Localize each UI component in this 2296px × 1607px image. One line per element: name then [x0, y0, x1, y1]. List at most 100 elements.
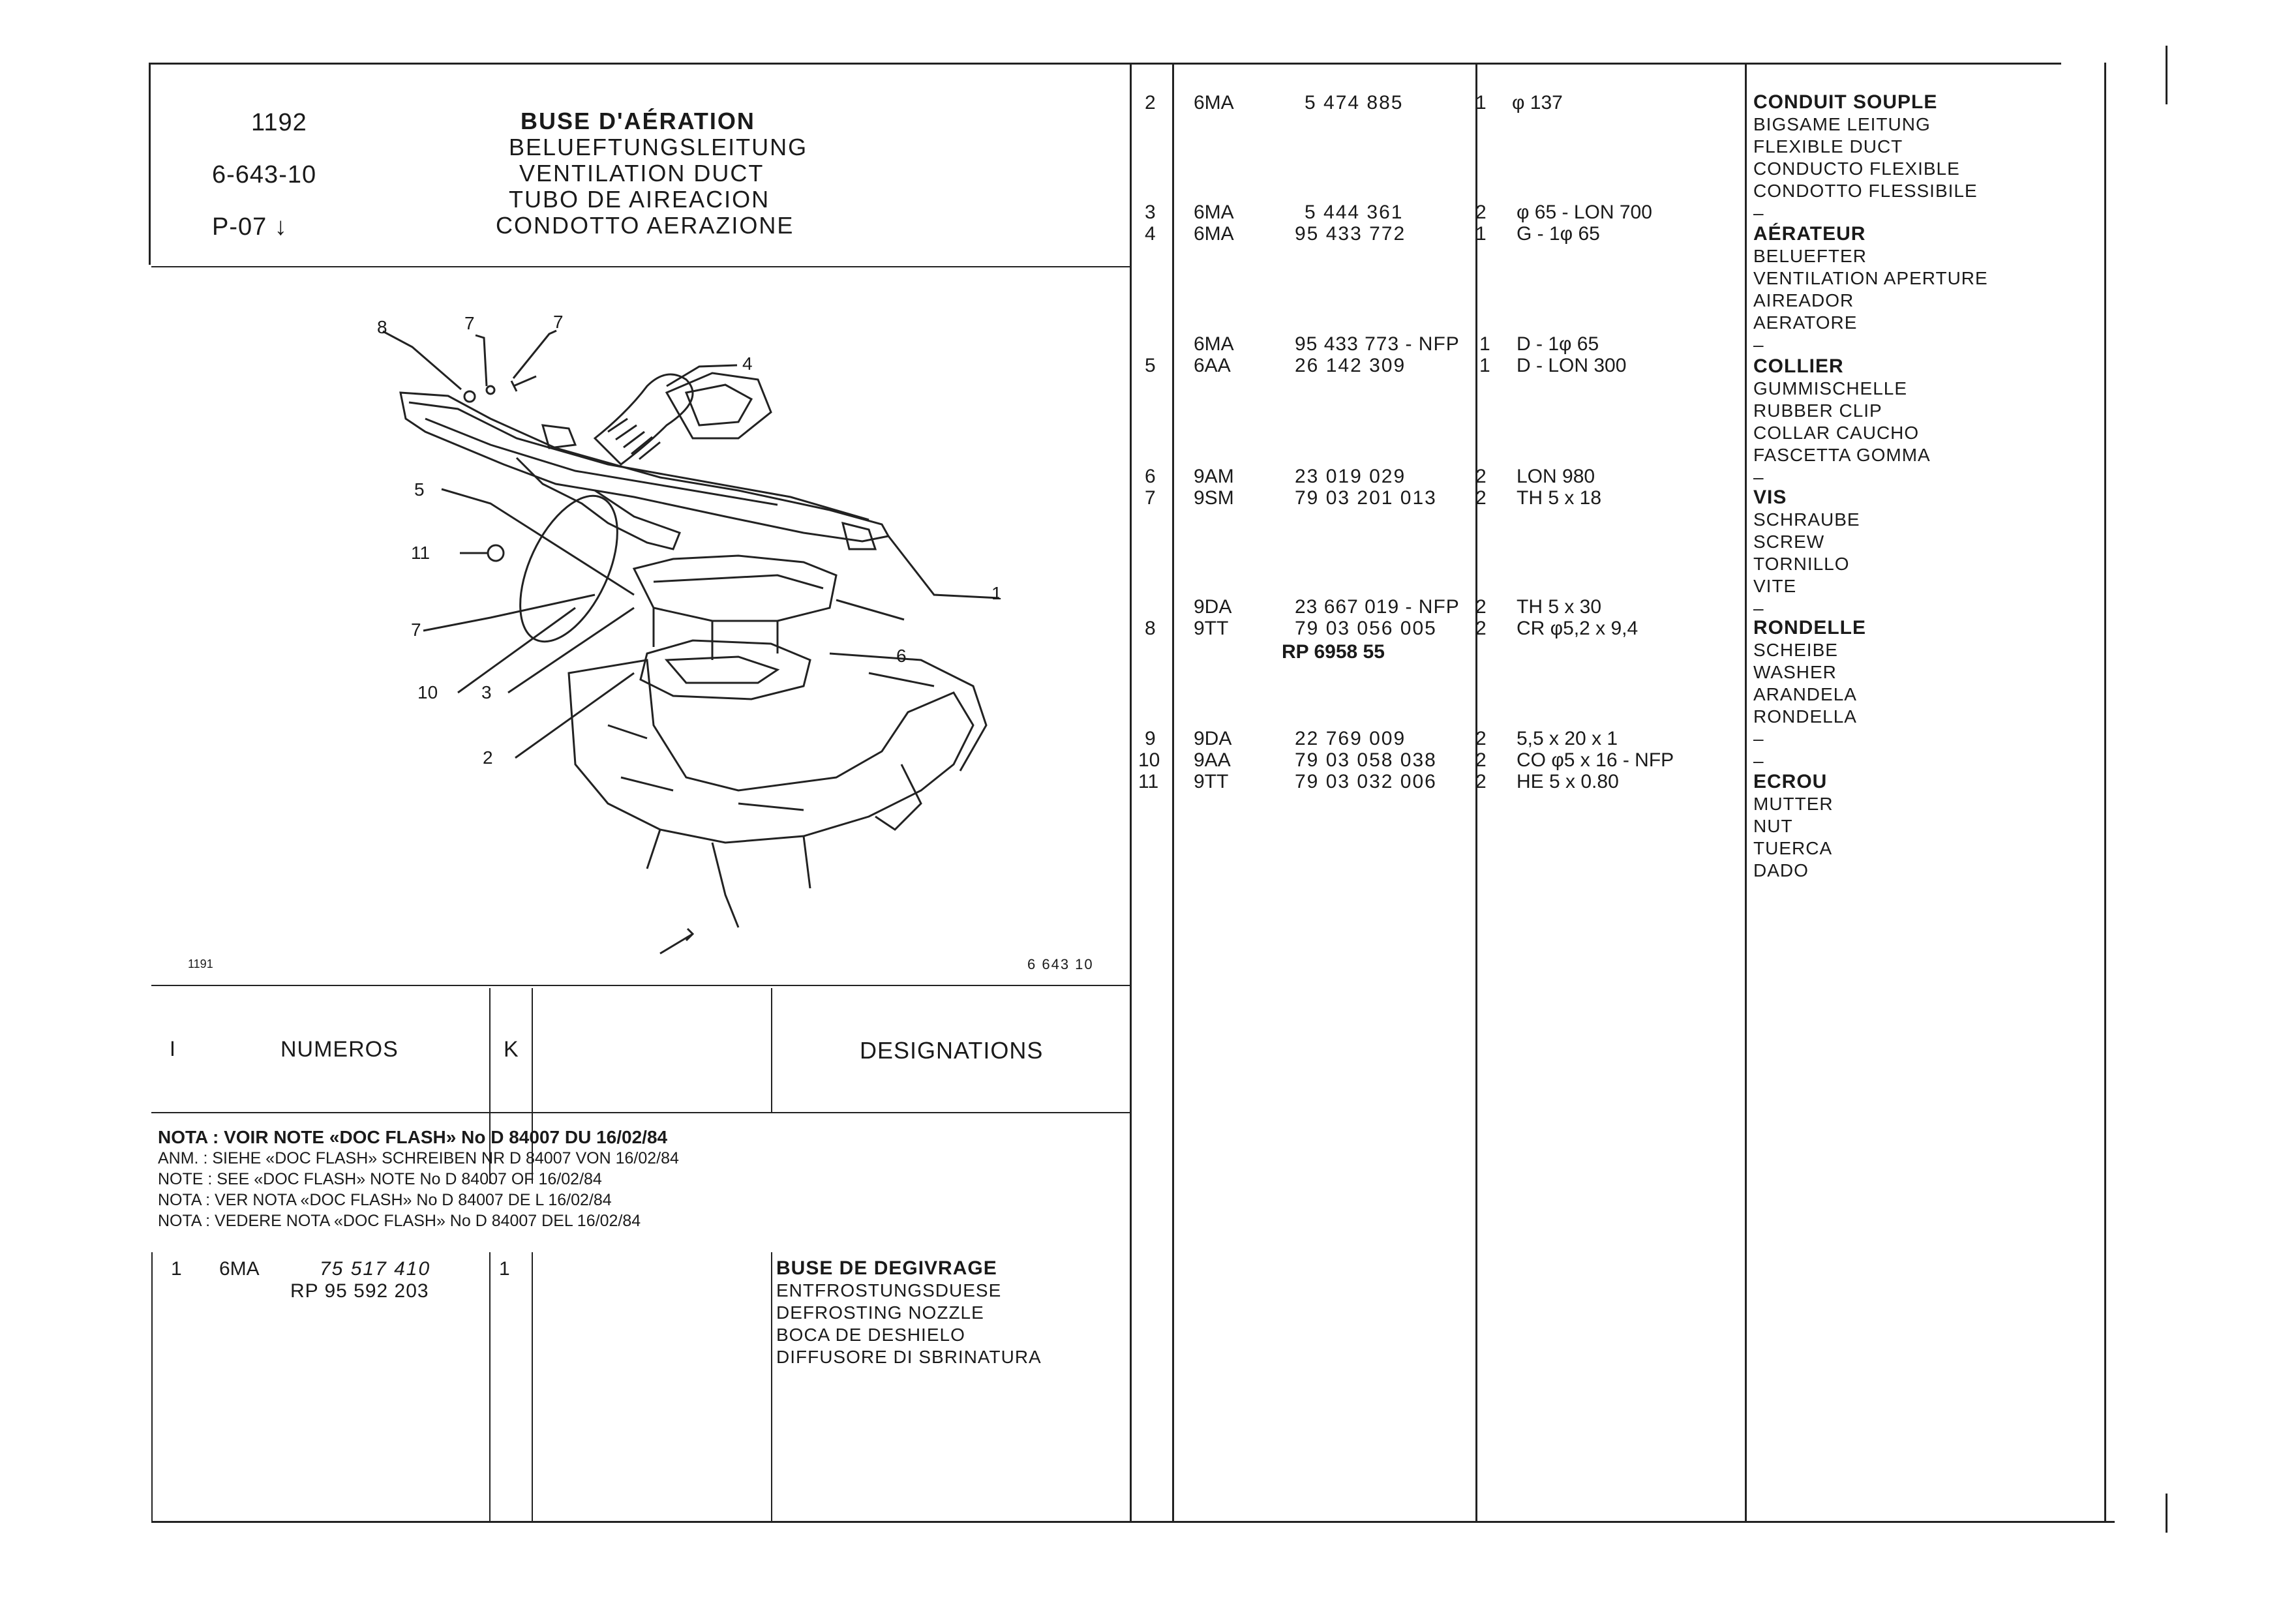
- callout-3: 3: [481, 682, 492, 702]
- bottom-line: BOCA DE DESHIELO: [776, 1325, 965, 1345]
- bottom-line: ENTFROSTUNGSDUESE: [776, 1280, 1002, 1300]
- desc-aerateur: AÉRATEUR BELUEFTER VENTILATION APERTURE …: [1753, 223, 1988, 356]
- title-de: BELUEFTUNGSLEITUNG: [509, 134, 808, 160]
- desc-line: DADO: [1753, 860, 1809, 880]
- desc-line: ARANDELA: [1753, 684, 1857, 704]
- desc-line: AIREADOR: [1753, 290, 1854, 310]
- bottom-qty: 1: [499, 1258, 510, 1280]
- desc-line: VITE: [1753, 576, 1797, 596]
- bottom-ref: 1: [171, 1258, 182, 1280]
- lower-desig-left: [771, 988, 772, 1112]
- callout-7-lower: 7: [411, 620, 421, 640]
- part-qty: 2: [1475, 728, 1487, 749]
- frame-right: [2104, 63, 2106, 1521]
- desc-conduit: CONDUIT SOUPLE BIGSAME LEITUNG FLEXIBLE …: [1753, 91, 1978, 224]
- desc-vis: VIS SCHRAUBE SCREW TORNILLO VITE –: [1753, 487, 1860, 620]
- part-rp-number: RP 6958 55: [1282, 641, 1385, 663]
- desc-line: COLLAR CAUCHO: [1753, 423, 1920, 443]
- figure-left-code: 1191: [188, 957, 213, 970]
- nota-fr: NOTA : VOIR NOTE «DOC FLASH» No D 84007 …: [158, 1127, 668, 1147]
- part-row: 2: [1145, 93, 1156, 113]
- part-qty: 1: [1475, 92, 1487, 113]
- frame-left: [149, 63, 151, 265]
- title-it: CONDOTTO AERAZIONE: [496, 212, 794, 239]
- part-code: 9DA: [1194, 728, 1232, 749]
- part-code: 9DA: [1194, 596, 1232, 618]
- part-number: 79 03 056 005: [1295, 618, 1437, 639]
- part-code: 9TT: [1194, 618, 1229, 639]
- frame-top: [149, 63, 2061, 65]
- part-qty: 2: [1475, 771, 1487, 792]
- part-code: 9AM: [1194, 466, 1234, 487]
- desc-ecrou: ECROU MUTTER NUT TUERCA DADO: [1753, 771, 1834, 882]
- header-page-marker: P-07 ↓: [212, 215, 288, 239]
- part-qty: 1: [1475, 223, 1487, 245]
- part-spec: LON 980: [1517, 466, 1595, 487]
- desc-line: BELUEFTER: [1753, 246, 1867, 266]
- desc-dash: –: [1753, 728, 1764, 749]
- right-edge-mark: [2166, 46, 2168, 104]
- exploded-view-figure: [382, 329, 1000, 955]
- part-qty: 2: [1475, 618, 1487, 639]
- part-qty: 2: [1475, 487, 1487, 509]
- part-spec: D - LON 300: [1517, 355, 1627, 376]
- desc-line: FASCETTA GOMMA: [1753, 445, 1931, 465]
- part-number: 22 769 009: [1295, 728, 1406, 749]
- part-number: 23 667 019 - NFP: [1295, 596, 1460, 618]
- part-number: 23 019 029: [1295, 466, 1406, 487]
- nota-it: NOTA : VEDERE NOTA «DOC FLASH» No D 8400…: [158, 1212, 641, 1230]
- desc-line: RONDELLA: [1753, 706, 1857, 727]
- bottom-line: DEFROSTING NOZZLE: [776, 1302, 984, 1323]
- part-number: 95 433 773 - NFP: [1295, 333, 1460, 355]
- desc-head: AÉRATEUR: [1753, 223, 1866, 245]
- frame-bottom: [151, 1521, 2115, 1523]
- callout-4: 4: [742, 353, 753, 374]
- part-qty: 1: [1479, 355, 1490, 376]
- part-ref: 7: [1145, 487, 1156, 509]
- desc-head: COLLIER: [1753, 355, 1844, 377]
- callout-2: 2: [483, 747, 493, 768]
- callout-5: 5: [414, 479, 425, 500]
- desc-line: TORNILLO: [1753, 554, 1850, 574]
- desc-head: RONDELLE: [1753, 617, 1866, 638]
- desc-line: SCREW: [1753, 532, 1825, 552]
- header-titles: BUSE D'AÉRATION BELUEFTUNGSLEITUNG VENTI…: [496, 108, 808, 239]
- desc-line: CONDOTTO FLESSIBILE: [1753, 181, 1978, 201]
- bottom-line: DIFFUSORE DI SBRINATURA: [776, 1347, 1042, 1367]
- part-number: 79 03 032 006: [1295, 771, 1437, 792]
- col-divider-b: [1172, 63, 1174, 1521]
- nota-en: NOTE : SEE «DOC FLASH» NOTE No D 84007 O…: [158, 1170, 602, 1188]
- title-fr: BUSE D'AÉRATION: [521, 108, 755, 134]
- header-code: 6-643-10: [212, 161, 317, 188]
- part-spec: φ 65 - LON 700: [1517, 202, 1652, 223]
- part-code: 6AA: [1194, 355, 1231, 376]
- part-spec: φ 137: [1512, 92, 1563, 113]
- part-spec: CR φ5,2 x 9,4: [1517, 618, 1639, 639]
- desc-line: AERATORE: [1753, 312, 1858, 333]
- callout-7-top: 7: [553, 312, 564, 332]
- part-code: 6MA: [1194, 333, 1234, 355]
- bottom-k-right: [532, 1252, 533, 1521]
- part-number: 95 433 772: [1295, 223, 1406, 245]
- part-ref: 8: [1145, 618, 1156, 639]
- bottom-rp: RP 95 592 203: [290, 1280, 429, 1302]
- col-header-designations: DESIGNATIONS: [860, 1037, 1044, 1064]
- part-code: 9TT: [1194, 771, 1229, 792]
- part-code: 6MA: [1194, 223, 1234, 245]
- col-header-numeros: NUMEROS: [280, 1037, 399, 1062]
- arrow-down-icon: ↓: [274, 213, 288, 241]
- nota-de: ANM. : SIEHE «DOC FLASH» SCHREIBEN NR D …: [158, 1149, 679, 1167]
- part-spec: CO φ5 x 16 - NFP: [1517, 749, 1674, 771]
- desc-line: SCHRAUBE: [1753, 509, 1860, 530]
- desc-dash: –: [1753, 751, 1764, 771]
- desc-dash: –: [1753, 598, 1764, 618]
- part-number: 26 142 309: [1295, 355, 1406, 376]
- col-header-k: K: [504, 1037, 519, 1062]
- desc-line: FLEXIBLE DUCT: [1753, 136, 1903, 157]
- lower-k-left: [489, 988, 491, 1184]
- part-qty: 2: [1475, 466, 1487, 487]
- lower-k-right: [532, 988, 533, 1184]
- part-spec: G - 1φ 65: [1517, 223, 1600, 245]
- desc-rondelle: RONDELLE SCHEIBE WASHER ARANDELA RONDELL…: [1753, 617, 1866, 772]
- callout-6: 6: [896, 646, 907, 666]
